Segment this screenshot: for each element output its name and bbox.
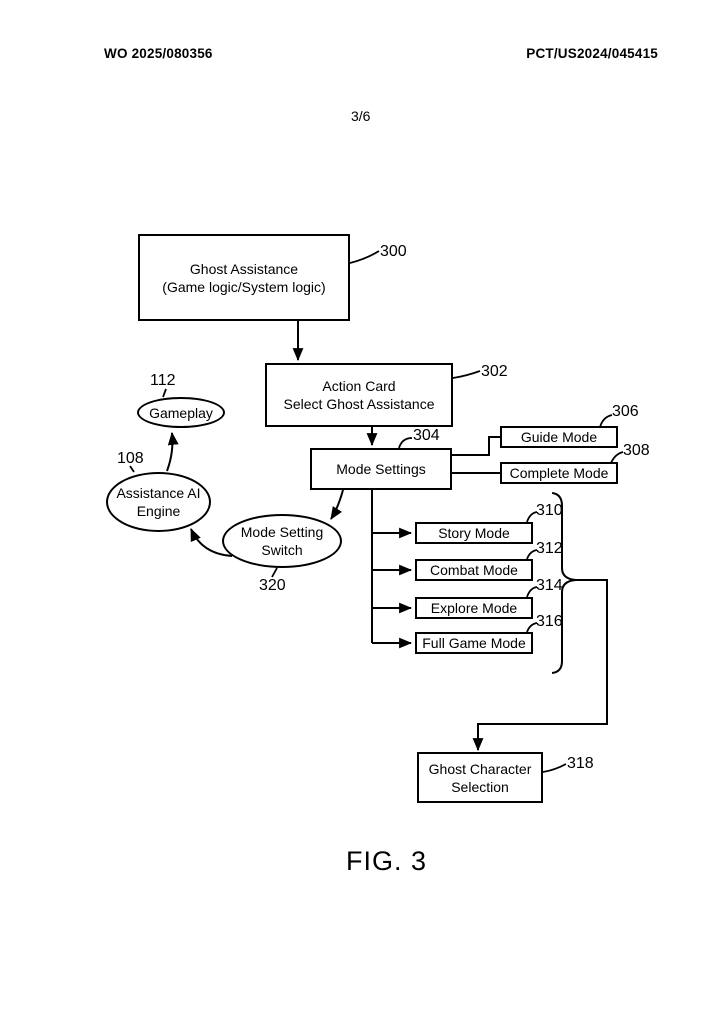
- leader-316: [526, 622, 538, 633]
- node-complete-mode: Complete Mode: [500, 462, 618, 484]
- node-guide-mode: Guide Mode: [500, 426, 618, 448]
- node-gameplay: Gameplay: [137, 397, 225, 428]
- leader-314: [526, 586, 538, 598]
- ref-320: 320: [259, 577, 286, 594]
- ref-316: 316: [536, 613, 563, 630]
- node-label: Combat Mode: [430, 562, 518, 578]
- figure-caption: FIG. 3: [346, 846, 428, 876]
- node-label: Guide Mode: [520, 429, 598, 445]
- arrow-modes-to-ghost-character-selection: [472, 579, 608, 752]
- leader-312: [526, 549, 538, 560]
- ref-314: 314: [536, 577, 563, 594]
- ref-300: 300: [380, 243, 407, 260]
- leader-304: [398, 437, 413, 449]
- node-label: Mode Setting: [240, 524, 324, 540]
- node-label: Selection: [451, 778, 509, 795]
- ref-308: 308: [623, 442, 650, 459]
- connector-mode-settings-to-guide-mode: [452, 436, 500, 456]
- publication-number: WO 2025/080356: [104, 46, 213, 61]
- arrow-mode-settings-to-switch: [330, 489, 344, 520]
- node-label: Gameplay: [149, 404, 213, 421]
- node-action-card: Action Card Select Ghost Assistance: [265, 363, 453, 427]
- node-label: Ghost Character: [428, 760, 532, 777]
- node-mode-setting-switch: Mode Setting Switch: [222, 514, 342, 568]
- node-label: Story Mode: [438, 525, 510, 541]
- node-label: Select Ghost Assistance: [283, 396, 435, 412]
- ref-108: 108: [117, 450, 144, 467]
- leader-308: [610, 451, 624, 464]
- node-label: Mode Settings: [336, 461, 426, 477]
- ref-302: 302: [481, 363, 508, 380]
- ref-310: 310: [536, 502, 563, 519]
- node-ghost-character-selection: Ghost Character Selection: [417, 752, 543, 803]
- node-label: Assistance AI: [116, 485, 201, 501]
- application-number: PCT/US2024/045415: [526, 46, 658, 61]
- leader-310: [526, 511, 538, 523]
- node-ghost-assistance: Ghost Assistance (Game logic/System logi…: [138, 234, 350, 321]
- node-combat-mode: Combat Mode: [415, 559, 533, 581]
- leader-306: [599, 414, 613, 428]
- node-label: (Game logic/System logic): [162, 278, 326, 295]
- node-assistance-ai-engine: Assistance AI Engine: [106, 472, 211, 532]
- node-label: Explore Mode: [430, 600, 518, 616]
- node-explore-mode: Explore Mode: [415, 597, 533, 619]
- node-label: Action Card: [322, 378, 396, 394]
- node-label: Ghost Assistance: [189, 260, 299, 277]
- leader-112: [162, 388, 167, 398]
- node-label: Complete Mode: [509, 465, 609, 481]
- node-mode-settings: Mode Settings: [310, 448, 452, 490]
- ref-112: 112: [150, 372, 176, 389]
- node-label: Engine: [136, 503, 181, 519]
- leader-108: [129, 465, 135, 473]
- leader-300: [349, 250, 380, 264]
- ref-304: 304: [413, 427, 440, 444]
- node-full-game-mode: Full Game Mode: [415, 632, 533, 654]
- leader-318: [542, 763, 567, 773]
- ref-312: 312: [536, 540, 563, 557]
- sheet-number: 3/6: [351, 108, 371, 124]
- leader-302: [452, 370, 481, 379]
- node-label: Switch: [261, 542, 303, 558]
- node-story-mode: Story Mode: [415, 522, 533, 544]
- arrow-switch-to-ai-engine: [190, 528, 233, 557]
- node-label: Full Game Mode: [422, 635, 526, 651]
- arrow-ai-engine-to-gameplay: [166, 431, 179, 472]
- leader-320: [271, 567, 278, 578]
- ref-306: 306: [612, 403, 639, 420]
- ref-318: 318: [567, 755, 594, 772]
